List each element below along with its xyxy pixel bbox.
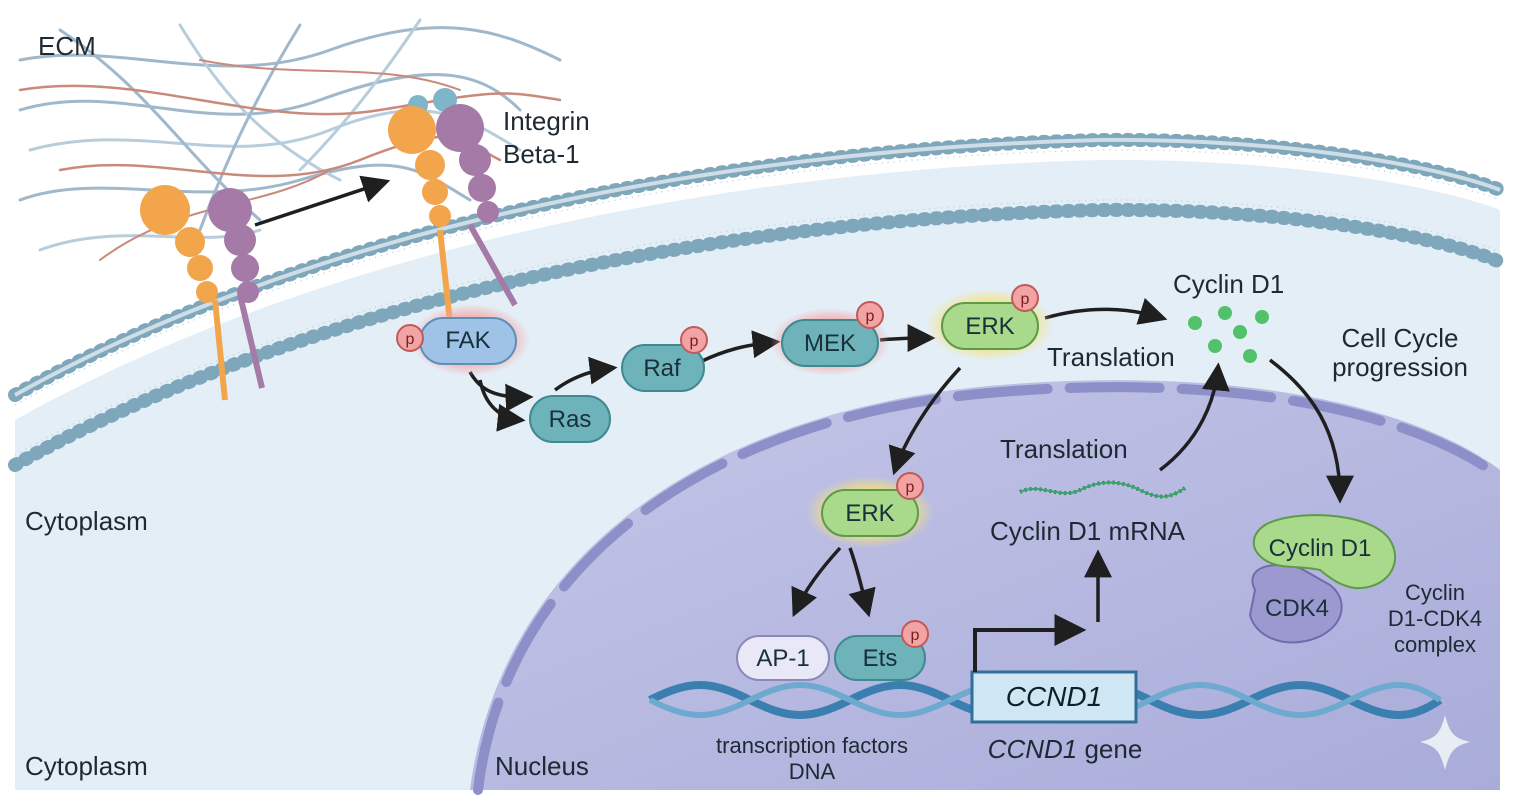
raf-phospho-label: p <box>690 333 699 350</box>
ccnd1-gene-caption: CCND1 gene <box>988 734 1143 764</box>
mek-label: MEK <box>804 330 856 357</box>
transcription-start-arrow <box>973 614 1087 672</box>
mek-node: MEK p <box>770 301 890 376</box>
fak-node: FAK p <box>396 304 530 376</box>
fak-phospho-label: p <box>406 331 415 348</box>
erk-cytoplasm-node: ERK p <box>926 284 1054 361</box>
erk-nucleus-node: ERK p <box>806 472 934 548</box>
fak-label: FAK <box>445 327 490 354</box>
ras-label: Ras <box>549 406 592 433</box>
tf-label-line1: transcription factors <box>716 733 908 758</box>
sparkle-icon <box>1420 715 1470 770</box>
cytoplasm-label-top: Cytoplasm <box>25 506 148 536</box>
ets-phospho-label: p <box>911 627 920 644</box>
ap1-label: AP-1 <box>756 645 809 672</box>
complex-caption-line3: complex <box>1394 632 1476 657</box>
erk-cytoplasm-phospho-icon <box>1011 284 1039 312</box>
erk-cytoplasm-label: ERK <box>965 313 1014 340</box>
tf-label-line2: DNA <box>789 759 836 784</box>
cyclin-d1-dots <box>1188 306 1269 363</box>
ccnd1-gene-caption-italic: CCND1 <box>988 734 1078 764</box>
erk-nucleus-phospho-label: p <box>906 479 915 496</box>
erk-nucleus-label: ERK <box>845 500 894 527</box>
translation-label-nucleus: Translation <box>1000 434 1128 464</box>
integrin-label-line2: Beta-1 <box>503 139 580 169</box>
ccnd1-gene-caption-rest: gene <box>1077 734 1142 764</box>
ets-node: Ets p <box>834 620 929 681</box>
raf-label: Raf <box>643 355 681 382</box>
mek-phospho-label: p <box>866 308 875 325</box>
mrna-label: Cyclin D1 mRNA <box>990 516 1186 546</box>
ets-label: Ets <box>863 645 898 672</box>
cell-cycle-label-line2: progression <box>1332 352 1468 382</box>
complex-caption-line1: Cyclin <box>1405 580 1465 605</box>
ap1-node: AP-1 <box>736 635 830 681</box>
cyclin-d1-label: Cyclin D1 <box>1173 269 1284 299</box>
cell-cycle-label-line1: Cell Cycle <box>1341 323 1458 353</box>
activation-arrow <box>254 175 391 227</box>
mek-phospho-icon <box>856 301 884 329</box>
complex-cdk4-label: CDK4 <box>1265 595 1329 622</box>
ras-node: Ras <box>529 395 611 443</box>
cytoplasm-label-bottom: Cytoplasm <box>25 751 148 781</box>
erk-cytoplasm-phospho-label: p <box>1021 291 1030 308</box>
integrin-active <box>388 88 518 323</box>
ecm-label: ECM <box>38 31 96 61</box>
ccnd1-gene-box <box>970 670 1138 724</box>
complex-caption-line2: D1-CDK4 <box>1388 606 1482 631</box>
translation-label-top: Translation <box>1047 342 1175 372</box>
raf-phospho-icon <box>680 326 708 354</box>
integrin-inactive <box>140 185 265 401</box>
nucleus-label: Nucleus <box>495 751 589 781</box>
ets-phospho-icon <box>901 620 929 648</box>
plasma-membrane <box>8 132 1507 472</box>
erk-nucleus-phospho-icon <box>896 472 924 500</box>
integrin-label-line1: Integrin <box>503 106 590 136</box>
cyclin-cdk4-complex: Cyclin D1 CDK4 <box>1248 514 1396 644</box>
fak-phospho-icon <box>396 324 424 352</box>
raf-node: Raf p <box>621 326 708 392</box>
complex-cyclin-label: Cyclin D1 <box>1269 535 1372 562</box>
cyclin-d1-mrna-strand <box>1019 481 1186 498</box>
ccnd1-box-label: CCND1 <box>1006 681 1102 712</box>
